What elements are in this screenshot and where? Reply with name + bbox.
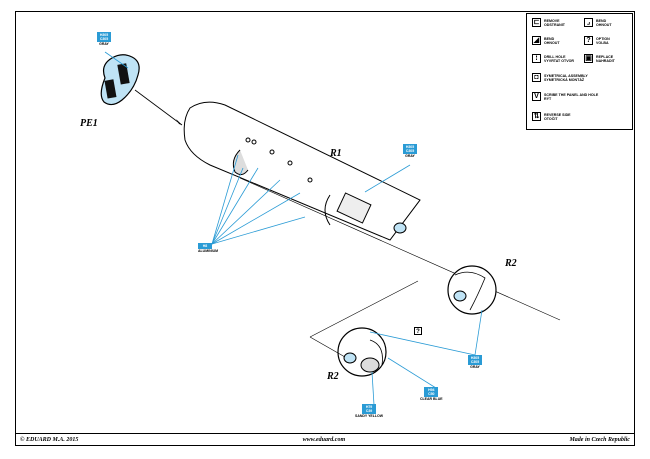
part-label-r2-upper: R2 <box>505 258 517 269</box>
color-code: C305 <box>405 149 415 153</box>
color-name: SANDY YELLOW <box>355 414 384 418</box>
legend-text: VYVRTAT OTVOR <box>544 58 575 63</box>
pe1-part <box>100 54 140 106</box>
color-code: H305 <box>405 145 415 149</box>
remove-icon: ⊏ <box>532 18 541 27</box>
bend-curved-icon: ◢ <box>532 36 541 45</box>
legend-text: SYMETRICAL ASSEMBLY <box>544 73 588 78</box>
color-code: C305 <box>99 37 109 41</box>
pe1-leader-line <box>134 89 183 126</box>
legend-text: DRILL HOLE <box>544 54 566 59</box>
legend-text: REVERSE SIDE <box>544 112 571 117</box>
color-code: H305 <box>470 356 480 360</box>
part-label-r1: R1 <box>330 148 342 159</box>
legend-text: BEND <box>596 18 607 23</box>
part-label-pe1: PE1 <box>80 118 98 129</box>
color-code: H79 <box>365 405 373 409</box>
legend-text: RÝT <box>544 96 552 101</box>
legend-text: BEND <box>544 36 555 41</box>
bend-icon: ⌟ <box>584 18 593 27</box>
option-icon: ? <box>414 327 422 335</box>
color-code: C305 <box>470 360 480 364</box>
legend-text: VOLBA <box>596 40 609 45</box>
legend-text: OHNOUT <box>544 40 560 45</box>
color-callout-aluminium: H8 ALUMINIUM <box>198 243 218 253</box>
legend-text: SYMETRICKÁ MONTÁŽ <box>544 77 585 82</box>
website-link[interactable]: www.eduard.com <box>302 436 346 443</box>
legend-text: REPLACE <box>596 54 614 59</box>
origin-text: Made in Czech Republic <box>569 436 630 443</box>
symmetrical-assembly-icon: ◘ <box>532 73 541 82</box>
r1-fuselage-part <box>183 101 561 321</box>
color-code: C39 <box>365 409 373 413</box>
legend-text: ODSTRANIT <box>544 22 565 27</box>
legend-text: REMOVE <box>544 18 560 23</box>
color-name: GRAY <box>470 365 480 369</box>
legend-text: OPTION <box>596 36 610 41</box>
replace-icon: ▣ <box>584 54 593 63</box>
option-icon: ? <box>584 36 593 45</box>
r1-gray-leader <box>364 164 411 193</box>
r2-lower-part <box>337 327 387 377</box>
aluminium-leaders <box>211 154 306 245</box>
copyright: © EDUARD M.A. 2015 <box>20 436 79 443</box>
color-code: H8 <box>202 244 208 248</box>
drawing-frame <box>15 11 635 434</box>
reverse-side-icon: ⇅ <box>532 112 541 121</box>
r2-upper-part <box>447 265 497 315</box>
arrow-head <box>176 119 182 125</box>
color-name: ALUMINIUM <box>198 249 219 253</box>
legend-text: OTOČIT <box>544 116 558 121</box>
color-code: H94 <box>428 388 435 392</box>
scribe-icon: V <box>532 92 541 101</box>
color-name: CLEAR BLUE <box>420 397 443 401</box>
legend-text: NAHRADIT <box>596 58 615 63</box>
color-name: GRAY <box>405 154 415 158</box>
pe1-gray-leader <box>104 51 129 69</box>
part-label-r2-lower: R2 <box>327 371 339 382</box>
color-name: GRAY <box>99 42 109 46</box>
legend-text: OHNOUT <box>596 22 612 27</box>
color-code: C50 <box>428 392 435 396</box>
legend-text: SCRIBE THE PANEL AND HOLE <box>544 92 599 97</box>
drill-hole-icon: ⁞ <box>532 54 541 63</box>
footer: © EDUARD M.A. 2015 www.eduard.com Made i… <box>15 434 635 446</box>
color-code: H305 <box>99 33 109 37</box>
